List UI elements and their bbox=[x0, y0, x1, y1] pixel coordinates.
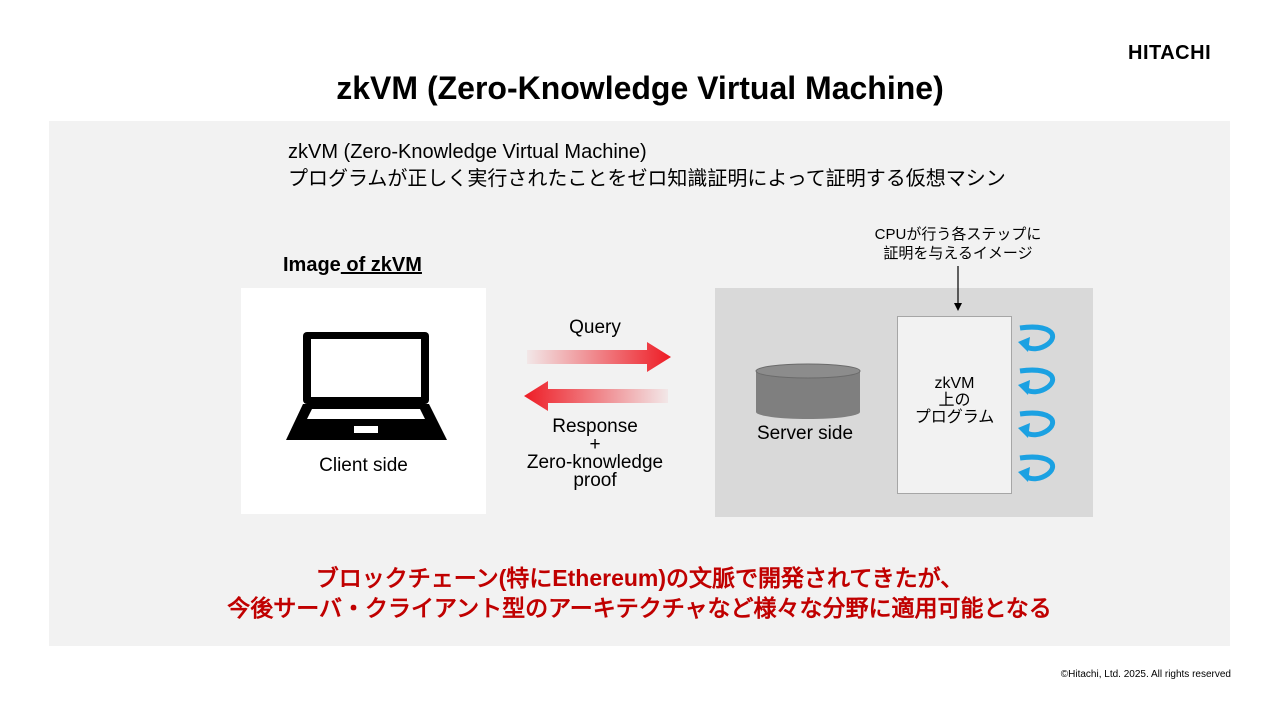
hitachi-logo: HITACHI bbox=[1128, 42, 1212, 64]
copyright: ©Hitachi, Ltd. 2025. All rights reserved bbox=[1060, 669, 1231, 680]
slide-title: zkVM (Zero-Knowledge Virtual Machine) bbox=[336, 70, 944, 106]
loop-arrow-icon bbox=[1018, 410, 1056, 438]
loop-arrow-icon bbox=[1018, 454, 1056, 482]
client-side-label: Client side bbox=[319, 455, 408, 476]
description-line-2: プログラムが正しく実行されたことをゼロ知識証明によって証明する仮想マシン bbox=[288, 168, 1006, 190]
loop-arrow-icon bbox=[1018, 367, 1056, 395]
diagram-heading-part-1: Image bbox=[283, 254, 341, 276]
laptop-icon bbox=[286, 332, 447, 440]
loop-arrow-icon bbox=[1018, 324, 1056, 352]
response-label: Response + Zero-knowledge proof bbox=[526, 416, 664, 491]
diagram-heading: Image of zkVM bbox=[283, 254, 422, 277]
diagram-heading-part-2: of zkVM bbox=[340, 254, 422, 276]
database-icon bbox=[755, 363, 861, 419]
query-label: Query bbox=[569, 317, 621, 338]
cpu-step-note: CPUが行う各ステップに 証明を与えるイメージ bbox=[874, 226, 1042, 262]
response-arrow bbox=[524, 381, 668, 411]
description-line-1: zkVM (Zero-Knowledge Virtual Machine) bbox=[288, 141, 647, 163]
zkvm-program-box bbox=[897, 316, 1012, 494]
server-side-label: Server side bbox=[756, 423, 854, 444]
query-arrow bbox=[527, 342, 671, 372]
zkvm-program-label: zkVM 上の プログラム bbox=[914, 375, 995, 426]
description: zkVM (Zero-Knowledge Virtual Machine) プロ… bbox=[288, 139, 1006, 193]
conclusion-text: ブロックチェーン(特にEthereum)の文脈で開発されてきたが、 今後サーバ・… bbox=[227, 565, 1052, 621]
note-pointer-arrow bbox=[954, 266, 962, 311]
